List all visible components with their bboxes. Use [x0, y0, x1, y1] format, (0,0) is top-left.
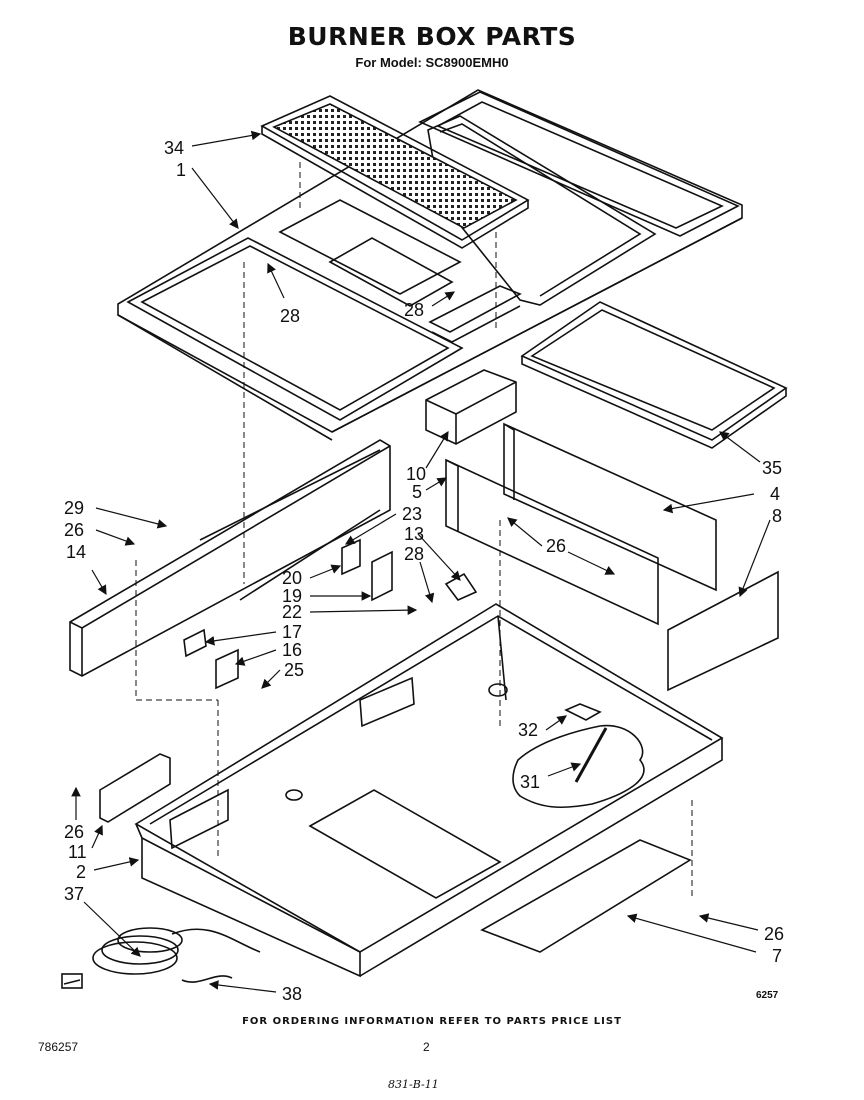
burner-box [134, 603, 724, 978]
callout-labels: 34 1 28 28 10 5 35 4 8 29 26 14 23 13 28… [64, 138, 784, 1004]
callout-23: 23 [402, 504, 422, 524]
callout-4: 4 [770, 484, 780, 504]
callout-5: 5 [412, 482, 422, 502]
cover-plate-8 [667, 570, 779, 692]
document-code: 786257 [38, 1040, 79, 1054]
valve-bracket-20 [341, 538, 361, 576]
screw-31 [574, 727, 608, 783]
callout-26-a: 26 [64, 520, 84, 540]
callout-17: 17 [282, 622, 302, 642]
drip-tray [520, 301, 788, 449]
page-number: 2 [423, 1040, 430, 1054]
manifold-rail [69, 439, 391, 677]
plate-11 [99, 753, 171, 823]
ordering-note: FOR ORDERING INFORMATION REFER TO PARTS … [242, 1016, 622, 1027]
callout-10: 10 [406, 464, 426, 484]
valve-19 [371, 550, 393, 602]
insulation-31 [512, 724, 645, 809]
alignment-lines [135, 162, 693, 900]
power-cord-37 [61, 927, 261, 989]
callout-7: 7 [772, 946, 782, 966]
bottom-shield-7 [480, 839, 692, 953]
callout-28-b: 28 [404, 300, 424, 320]
callout-34: 34 [164, 138, 184, 158]
callout-14: 14 [66, 542, 86, 562]
switch-16 [215, 648, 239, 690]
callout-16: 16 [282, 640, 302, 660]
handwritten-note: 831-B-11 [388, 1078, 439, 1091]
callout-19: 19 [282, 586, 302, 606]
callout-35: 35 [762, 458, 782, 478]
vent-grille [260, 95, 530, 249]
callout-32: 32 [518, 720, 538, 740]
callout-22: 22 [282, 602, 302, 622]
callout-37: 37 [64, 884, 84, 904]
callout-25: 25 [284, 660, 304, 680]
callout-26-c: 26 [64, 822, 84, 842]
callout-28-c: 28 [404, 544, 424, 564]
callout-13: 13 [404, 524, 424, 544]
page-title: BURNER BOX PARTS [287, 22, 577, 51]
side-panel-4 [503, 422, 717, 592]
callout-26-b: 26 [546, 536, 566, 556]
clip-13 [444, 572, 478, 601]
callout-20: 20 [282, 568, 302, 588]
igniter-17 [183, 628, 207, 658]
callout-31: 31 [520, 772, 540, 792]
callout-8: 8 [772, 506, 782, 526]
callout-38: 38 [282, 984, 302, 1004]
callout-26-d: 26 [764, 924, 784, 944]
callout-2: 2 [76, 862, 86, 882]
callout-1: 1 [176, 160, 186, 180]
callout-28-a: 28 [280, 306, 300, 326]
leader-lines [71, 130, 771, 993]
callout-11: 11 [68, 842, 87, 862]
bracket-32 [564, 703, 602, 721]
wire-38 [181, 975, 233, 983]
diagram-id: 6257 [756, 990, 779, 1001]
model-subtitle: For Model: SC8900EMH0 [355, 55, 509, 70]
bracket-10 [425, 369, 517, 445]
callout-29: 29 [64, 498, 84, 518]
side-panel-5 [445, 458, 659, 626]
